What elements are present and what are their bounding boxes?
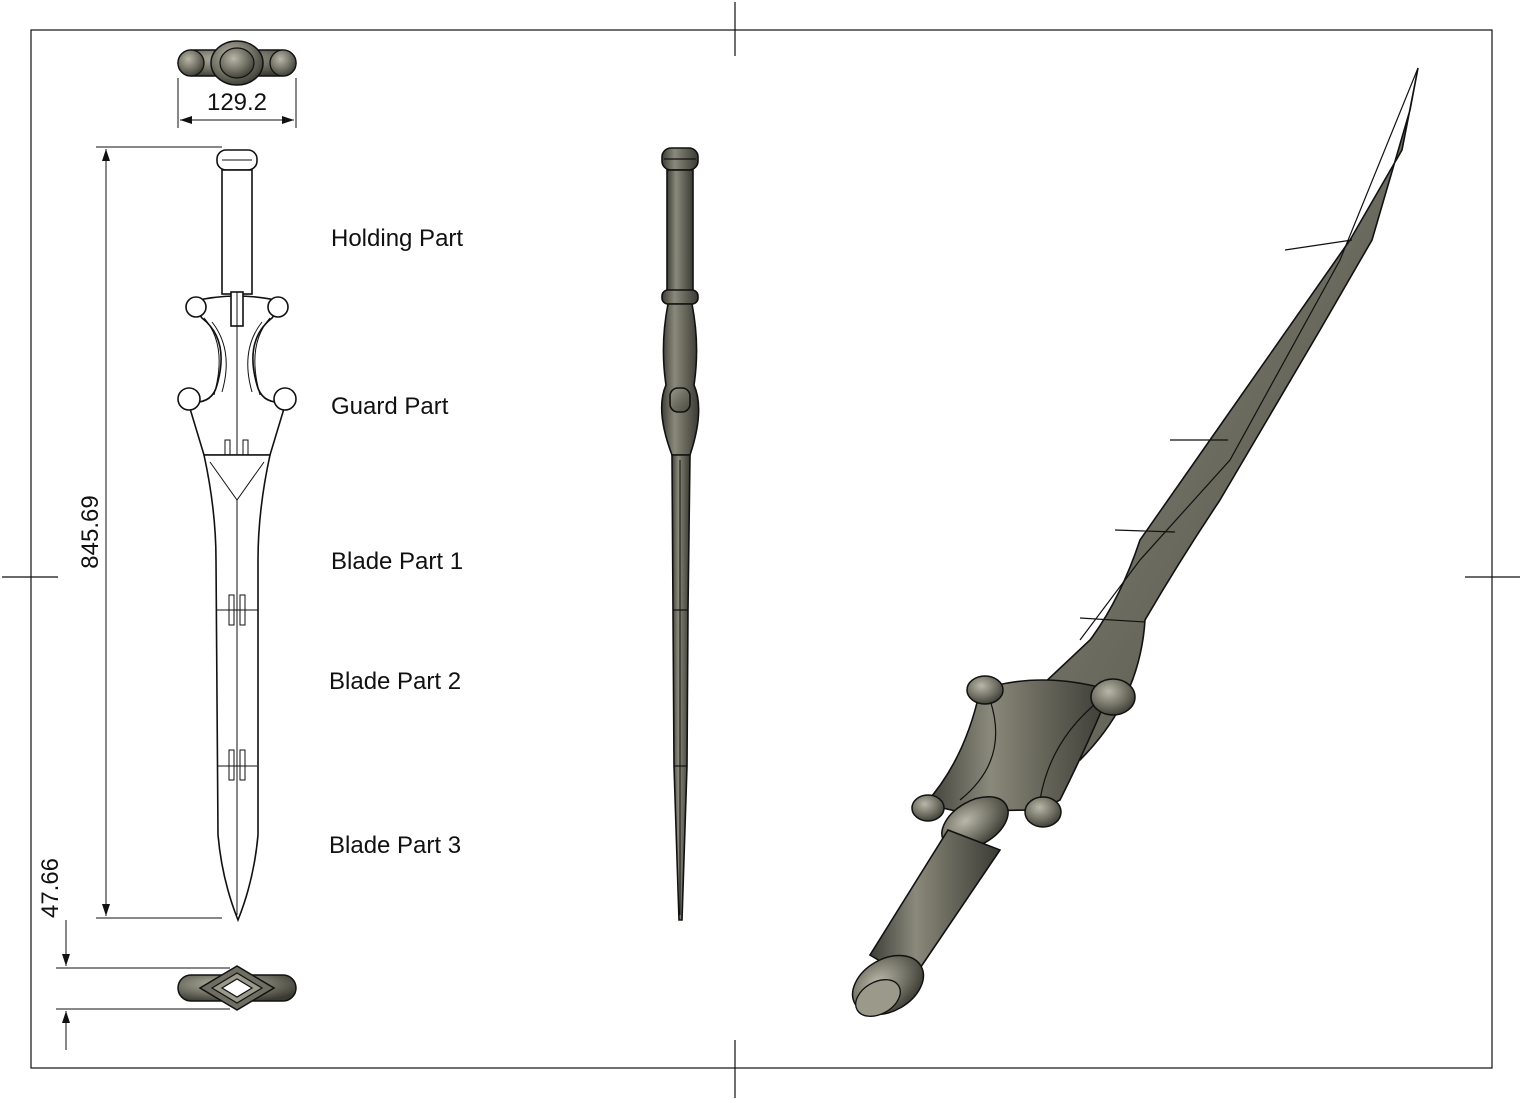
label-holding-part: Holding Part — [331, 225, 463, 252]
dimension-length: 845.69 — [77, 146, 222, 919]
part-labels: Holding Part Guard Part Blade Part 1 Bla… — [329, 225, 463, 859]
isometric-view — [851, 67, 1419, 1017]
side-view — [660, 147, 700, 921]
label-blade-part-1: Blade Part 1 — [331, 548, 463, 575]
bottom-view — [177, 965, 297, 1011]
border-rect — [30, 29, 1493, 1069]
front-view-outline — [177, 149, 297, 923]
dimension-width: 129.2 — [177, 78, 297, 128]
dimension-width-label: 129.2 — [207, 89, 267, 116]
label-blade-part-3: Blade Part 3 — [329, 832, 461, 859]
top-view — [177, 40, 297, 86]
label-blade-part-2: Blade Part 2 — [329, 668, 461, 695]
dimension-thickness: 47.66 — [37, 858, 230, 1050]
dimension-thickness-label: 47.66 — [37, 858, 64, 918]
label-guard-part: Guard Part — [331, 393, 449, 420]
dimension-length-label: 845.69 — [77, 495, 104, 568]
